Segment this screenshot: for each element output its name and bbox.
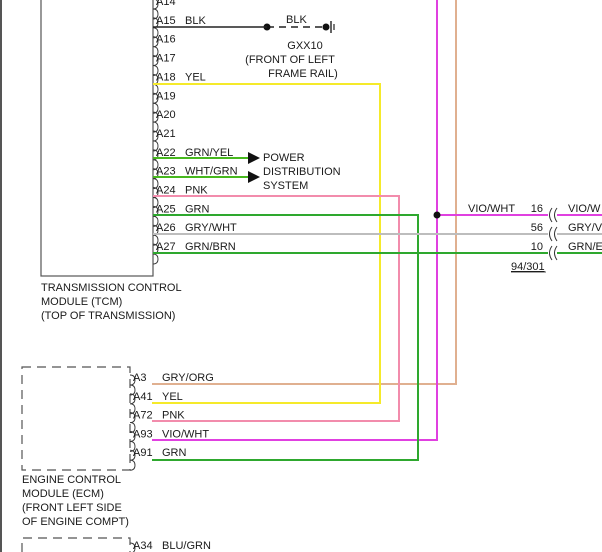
pds-label-line-1: POWER <box>263 152 305 164</box>
tcm-pin-label: A19 <box>156 90 176 102</box>
tcm-label: TRANSMISSION CONTROL MODULE (TCM) (TOP O… <box>41 282 182 322</box>
tcm-pin-label: A24 <box>156 185 176 197</box>
tcm-pin-wire-label: YEL <box>185 71 206 83</box>
arrow-a23-icon <box>248 171 260 183</box>
tcm-pin-wire-label: PNK <box>185 185 208 197</box>
ecm-pin-wire-label: GRN <box>162 447 187 459</box>
ground-label-line-3: FRAME RAIL) <box>268 68 338 80</box>
pds-label-line-2: DISTRIBUTION <box>263 166 341 178</box>
pds-label-line-3: SYSTEM <box>263 180 308 192</box>
wire-runs <box>152 0 602 461</box>
ecm-pin-wire-label: YEL <box>162 391 183 403</box>
inline-connector: VIO/WHT 16 56 10 VIO/W GRY/V GRN/E 94/30… <box>468 203 602 273</box>
tcm-pin-label: A15 <box>156 15 176 27</box>
tcm-pin-wire-label: GRY/WHT <box>185 222 237 234</box>
ecm-pin-label: A3 <box>133 372 146 384</box>
arrow-a22-icon <box>248 152 260 164</box>
ecm-label-line-3: (FRONT LEFT SIDE <box>22 502 122 514</box>
tcm-pin-label: A25 <box>156 203 176 215</box>
connector-cavity-16-icon <box>549 207 558 223</box>
connector-pin-56: 56 <box>531 222 543 234</box>
tcm-pin-wire-label: GRN/YEL <box>185 147 233 159</box>
connector-pin-16: 16 <box>531 203 543 215</box>
wire-gry-org <box>152 0 457 385</box>
ecm-label-line-2: MODULE (ECM) <box>22 488 104 500</box>
ecm-label-line-4: OF ENGINE COMPT) <box>22 516 129 528</box>
tcm-pin-wire-label: BLK <box>185 15 206 27</box>
ecm-pin-a91-connector-icon <box>129 449 136 471</box>
module3-pin-label: A34 <box>133 540 153 552</box>
ecm-pin-group: A3 GRY/ORG A41 YEL A72 PNK A93 VIO/WHT A91 GRN <box>129 372 214 471</box>
wire-grn <box>152 214 419 461</box>
connector-reference: 94/301 <box>511 261 545 273</box>
tcm-pin-label: A21 <box>156 128 176 140</box>
tcm-pin-label: A26 <box>156 222 176 234</box>
ground-wire-label: BLK <box>286 14 307 26</box>
ground-label-line-1: GXX10 <box>287 40 322 52</box>
wire-pnk <box>152 195 400 422</box>
connector-right-wire-1: VIO/W <box>568 203 601 215</box>
splice-vio-wht-dot <box>433 211 441 219</box>
power-distribution-arrows: POWER DISTRIBUTION SYSTEM <box>248 152 341 192</box>
tcm-pin-label: A27 <box>156 241 176 253</box>
connector-wire-vio-wht: VIO/WHT <box>468 203 515 215</box>
connector-pin-10: 10 <box>531 241 543 253</box>
module3-pin-group: A34 BLU/GRN <box>129 540 211 552</box>
ecm-pin-wire-label: GRY/ORG <box>162 372 214 384</box>
module3-pin-wire-label: BLU/GRN <box>162 540 211 552</box>
tcm-pin-label: A22 <box>156 147 176 159</box>
wire-vio-wht <box>152 0 438 441</box>
ground-terminal-dot <box>322 23 330 31</box>
tcm-pin-label: A17 <box>156 53 176 65</box>
connector-right-wire-3: GRN/E <box>568 241 602 253</box>
connector-right-wire-2: GRY/V <box>568 222 602 234</box>
ecm-pin-label: A91 <box>133 447 153 459</box>
ground-label-line-2: (FRONT OF LEFT <box>245 54 335 66</box>
ecm-pin-label: A41 <box>133 391 153 403</box>
tcm-pin-wire-label: WHT/GRN <box>185 166 238 178</box>
ecm-pin-wire-label: PNK <box>162 410 185 422</box>
wire-yel <box>152 83 381 404</box>
ecm-pin-label: A72 <box>133 410 153 422</box>
ecm-pin-wire-label: VIO/WHT <box>162 428 209 440</box>
ecm-label: ENGINE CONTROL MODULE (ECM) (FRONT LEFT … <box>22 474 129 528</box>
ecm-label-line-1: ENGINE CONTROL <box>22 474 121 486</box>
module3-pin-a34-connector-icon <box>129 542 136 552</box>
tcm-label-line-2: MODULE (TCM) <box>41 296 122 308</box>
ground-gxx10: BLK GXX10 (FRONT OF LEFT FRAME RAIL) <box>245 14 338 80</box>
tcm-pin-wire-label: GRN/BRN <box>185 241 236 253</box>
tcm-pin-wire-label: GRN <box>185 203 210 215</box>
tcm-pin-label: A14 <box>156 0 176 8</box>
module3-box <box>21 537 131 552</box>
ecm-module-box <box>21 366 131 471</box>
tcm-label-line-1: TRANSMISSION CONTROL <box>41 282 182 294</box>
connector-cavity-10-icon <box>549 245 558 261</box>
tcm-pin-label: A23 <box>156 166 176 178</box>
tcm-module-box <box>40 0 154 277</box>
ecm-pin-label: A93 <box>133 428 153 440</box>
tcm-label-line-3: (TOP OF TRANSMISSION) <box>41 310 175 322</box>
tcm-pin-label: A16 <box>156 34 176 46</box>
connector-cavity-56-icon <box>549 226 558 242</box>
tcm-pin-label: A18 <box>156 71 176 83</box>
tcm-pin-label: A20 <box>156 109 176 121</box>
